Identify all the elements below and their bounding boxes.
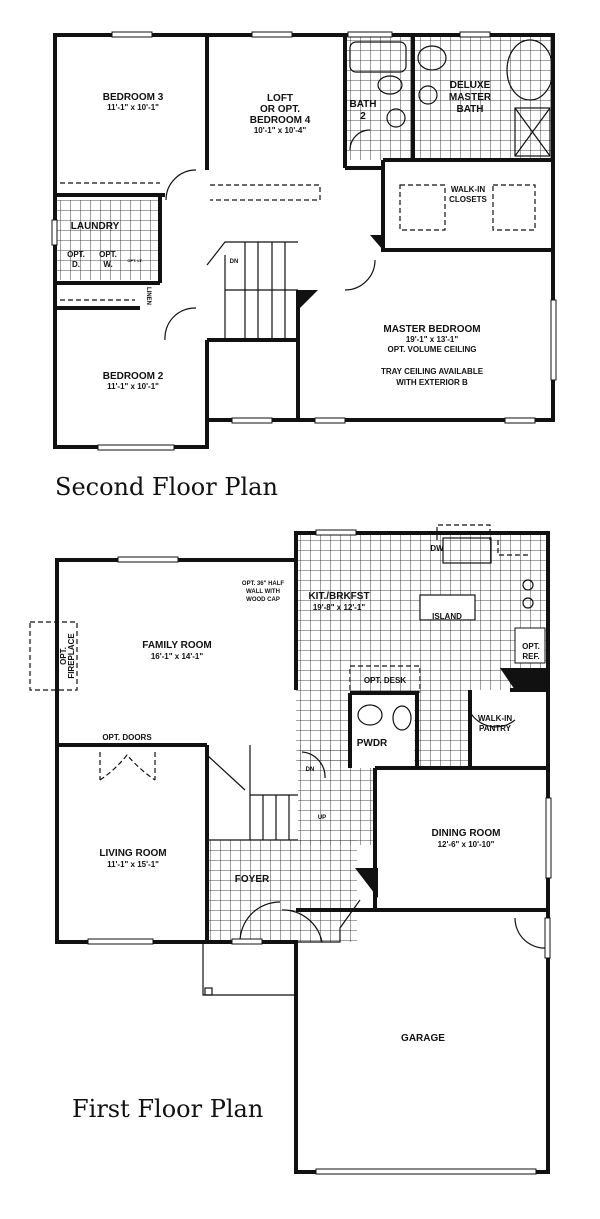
master-bath-label-2: MASTER — [449, 92, 492, 103]
first-floor-windows — [87, 529, 552, 1175]
dining-room-label: DINING ROOM — [432, 828, 501, 839]
master-bath-label-3: BATH — [456, 104, 483, 115]
half-wall-label-3: WOOD CAP — [246, 597, 280, 603]
kitchen-label: KIT./BRKFST — [308, 591, 369, 602]
living-room-size: 11'-1" x 15'-1" — [107, 860, 159, 869]
dishwasher-label: DW — [430, 544, 444, 553]
porch — [202, 942, 296, 996]
sink-master — [418, 85, 438, 105]
sink — [386, 108, 406, 128]
half-wall-label-1: OPT. 36" HALF — [242, 581, 285, 587]
door-swings — [164, 129, 376, 341]
garden-tub — [506, 39, 554, 101]
optional-fireplace — [29, 524, 530, 691]
opt-doors-label: OPT. DOORS — [102, 733, 152, 742]
interior-walls-2 — [55, 193, 300, 447]
bath-tile-floor — [345, 35, 553, 160]
stairs-up-label: UP — [318, 815, 326, 821]
master-bath-label-1: DELUXE — [450, 80, 491, 91]
cooktop-burner — [522, 597, 534, 609]
opt-washer-1: OPT. — [99, 250, 117, 259]
closets-label-2: CLOSETS — [449, 195, 487, 204]
opt-dryer-2: D. — [72, 260, 80, 269]
first-floor-staircase — [206, 745, 298, 841]
closet-shelves — [60, 182, 536, 301]
loft-size: 10'-1" x 10'-4" — [254, 126, 307, 135]
entry-door — [296, 899, 361, 943]
bedroom3-size: 11'-1" x 10'-1" — [107, 103, 159, 112]
garage-label: GARAGE — [401, 1033, 445, 1044]
family-room-size: 16'-1" x 14'-1" — [151, 652, 204, 661]
wall-corner — [298, 235, 383, 310]
shower — [514, 107, 551, 157]
powder-label: PWDR — [357, 738, 388, 749]
dining-room-size: 12'-6" x 10'-10" — [438, 840, 495, 849]
bedroom2-size: 11'-1" x 10'-1" — [107, 382, 159, 391]
laundry-tile-floor — [57, 200, 160, 280]
opt-desk-label: OPT. DESK — [364, 676, 406, 685]
cooktop-burner — [522, 579, 534, 591]
kitchen-sink — [442, 537, 492, 564]
shower-x — [514, 107, 551, 157]
optional-doors — [99, 752, 156, 781]
island-counter — [419, 594, 476, 621]
bedroom3-label: BEDROOM 3 — [103, 92, 164, 103]
second-floor-title: Second Floor Plan — [55, 473, 278, 501]
master-bedroom-note-1: OPT. VOLUME CEILING — [388, 345, 477, 354]
master-bedroom-note-2: TRAY CEILING AVAILABLE — [381, 367, 484, 376]
opt-ref-label-1: OPT. — [522, 642, 540, 651]
master-bedroom-note-3: WITH EXTERIOR B — [396, 378, 468, 387]
stairs-dn-label: DN — [306, 767, 315, 773]
desk-area — [349, 665, 421, 693]
kitchen-size: 19'-8" x 12'-1" — [313, 603, 366, 612]
foyer-label: FOYER — [235, 874, 270, 885]
opt-dryer-1: OPT. — [67, 250, 85, 259]
pantry-floor — [470, 690, 548, 768]
first-floor-plan: KIT./BRKFST 19'-8" x 12'-1" ISLAND DW OP… — [29, 524, 552, 1175]
opt-ref-label-2: REF. — [522, 652, 539, 661]
master-bedroom-size: 19'-1" x 13'-1" — [406, 335, 459, 344]
master-bedroom-label: MASTER BEDROOM — [383, 324, 480, 335]
windows — [51, 31, 557, 451]
bath2-label-2: 2 — [360, 111, 366, 122]
opt-laundry-tub: OPT. LT. — [127, 258, 142, 263]
fireplace-label-1: OPT. — [59, 647, 68, 665]
second-floor-plan: BEDROOM 3 11'-1" x 10'-1" LOFT OR OPT. B… — [51, 31, 557, 501]
pantry-label-1: WALK-IN — [478, 714, 512, 723]
opt-washer-2: W. — [103, 260, 112, 269]
powder-toilet — [392, 705, 412, 731]
closets-label-1: WALK-IN — [451, 185, 485, 194]
loft-label-1: LOFT — [267, 93, 293, 104]
porch-post — [204, 987, 213, 996]
fireplace-label-2: FIREPLACE — [67, 633, 76, 679]
first-floor-door-swings — [239, 711, 549, 949]
bath2-label-1: BATH — [349, 99, 376, 110]
half-wall-label-2: WALL WITH — [246, 589, 280, 595]
refrigerator-space — [514, 627, 546, 664]
staircase — [206, 241, 298, 340]
linen-label: LINEN — [145, 287, 151, 305]
bedroom2-label: BEDROOM 2 — [103, 371, 164, 382]
living-room-label: LIVING ROOM — [99, 848, 166, 859]
loft-label-3: BEDROOM 4 — [250, 115, 311, 126]
toilet — [417, 45, 447, 71]
foyer-tile-floor — [207, 840, 357, 942]
laundry-label: LAUNDRY — [71, 221, 120, 232]
interior-walls — [205, 35, 553, 252]
first-floor-title: First Floor Plan — [72, 1095, 263, 1123]
pantry-label-2: PANTRY — [479, 724, 512, 733]
powder-sink — [357, 704, 383, 726]
loft-label-2: OR OPT. — [260, 104, 300, 115]
island-label: ISLAND — [432, 612, 462, 621]
wall-corner — [355, 668, 548, 898]
bathtub — [349, 41, 407, 73]
stairs-dn-label: DN — [230, 259, 239, 265]
first-floor-interior-walls — [57, 560, 548, 942]
toilet-bath2 — [377, 75, 403, 95]
family-room-label: FAMILY ROOM — [142, 640, 211, 651]
